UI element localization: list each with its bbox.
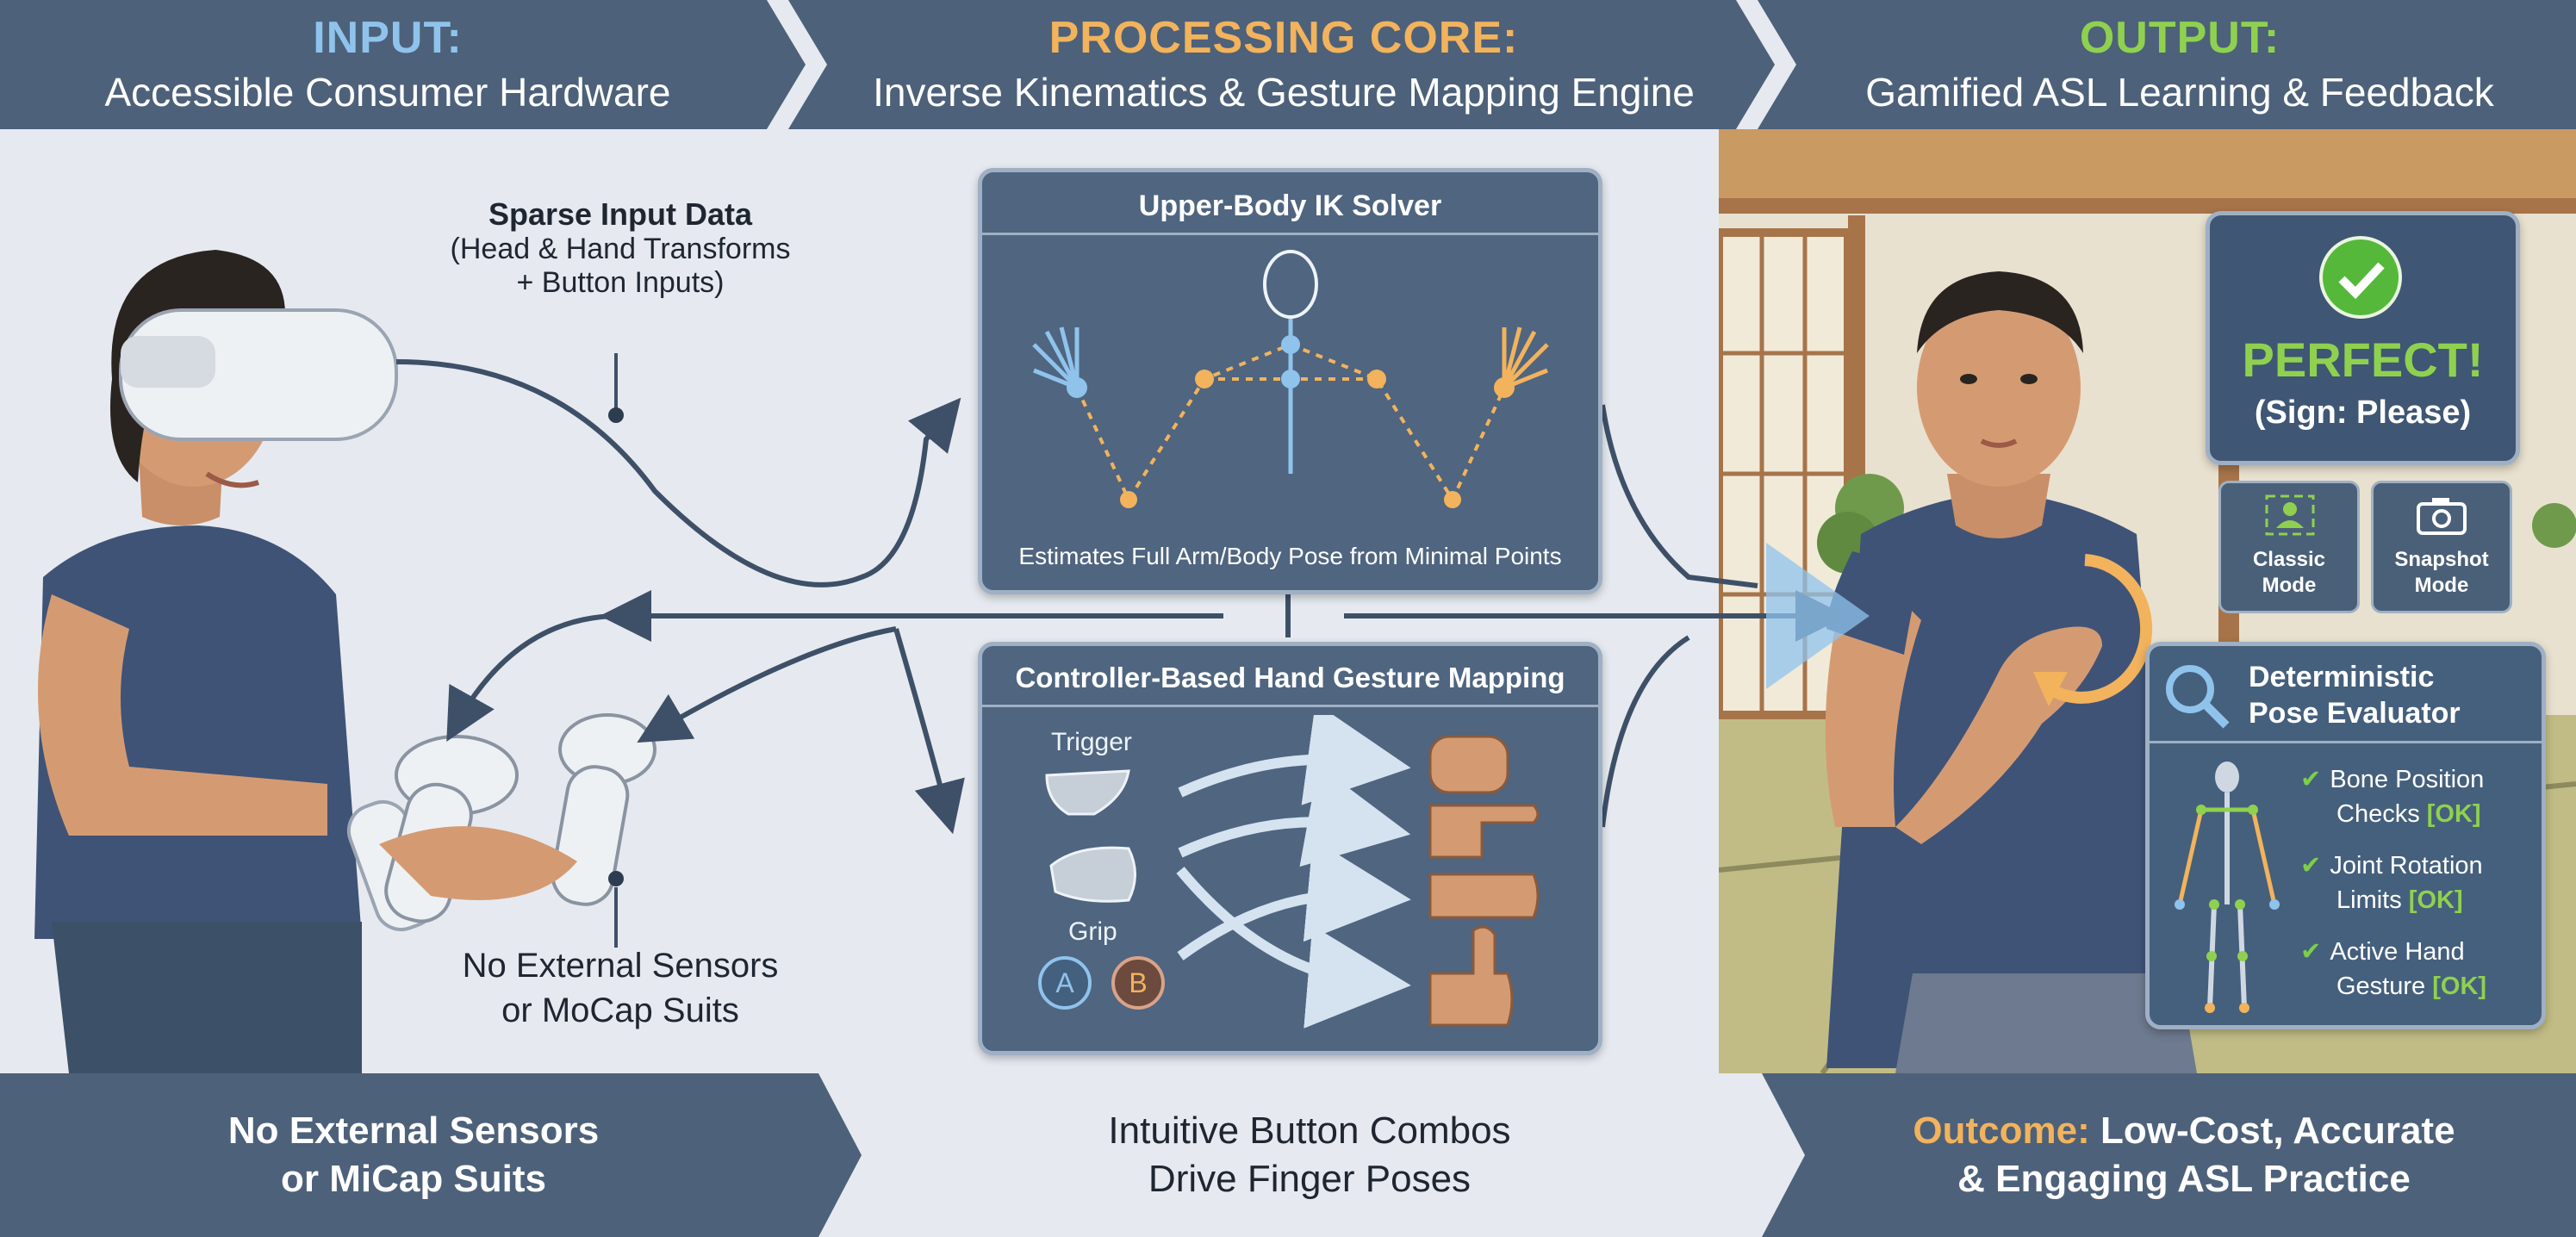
footer-middle-text: Intuitive Button Combos Drive Finger Pos… xyxy=(862,1107,1758,1203)
check-joint-line1: Joint Rotation xyxy=(2330,852,2483,880)
check-joint-rotation: ✔ Joint Rotation Limits [OK] xyxy=(2300,848,2483,917)
no-sensors-line2: or MoCap Suits xyxy=(501,991,739,1029)
vr-user-hair xyxy=(110,250,285,482)
grip-button-icon xyxy=(1049,846,1136,903)
footer-left-line2: or MiCap Suits xyxy=(280,1158,547,1200)
evaluator-skeleton-icon xyxy=(2175,761,2280,1013)
button-b-icon: B xyxy=(1111,956,1165,1010)
ik-solver-panel: Upper-Body IK Solver Estimates Full Arm/… xyxy=(978,168,1602,594)
header-banners xyxy=(0,0,2576,129)
ik-solver-title: Upper-Body IK Solver xyxy=(1138,190,1442,222)
check-icon: ✔ xyxy=(2300,938,2322,966)
check-icon: ✔ xyxy=(2300,766,2322,793)
connector-arrows xyxy=(395,353,1870,948)
snapshot-mode-label1: Snapshot xyxy=(2394,548,2489,571)
fist-gesture-icon xyxy=(1428,735,1509,794)
processing-header: PROCESSING CORE: Inverse Kinematics & Ge… xyxy=(801,12,1766,115)
input-banner xyxy=(0,0,806,129)
output-banner xyxy=(1758,0,2576,129)
skeleton-head-icon xyxy=(1263,250,1318,319)
thumbs-up-gesture-icon xyxy=(1428,925,1514,1027)
no-sensors-caption: No External Sensors or MoCap Suits xyxy=(405,943,836,1033)
processing-header-subtitle: Inverse Kinematics & Gesture Mapping Eng… xyxy=(873,70,1695,115)
pose-evaluator-panel: Deterministic Pose Evaluator ✔ Bone Posit… xyxy=(2145,642,2546,1029)
input-header-subtitle: Accessible Consumer Hardware xyxy=(104,70,671,115)
output-header-subtitle: Gamified ASL Learning & Feedback xyxy=(1865,70,2494,115)
evaluator-title-line2: Pose Evaluator xyxy=(2249,697,2461,730)
check-active-hand: ✔ Active Hand Gesture [OK] xyxy=(2300,935,2486,1004)
check-bone-line1: Bone Position xyxy=(2330,766,2485,793)
check-circle-icon xyxy=(2319,236,2402,319)
processing-banner xyxy=(788,0,1775,129)
footer-right-banner xyxy=(1762,1073,2576,1237)
output-flow-arrow-icon xyxy=(1766,543,1870,689)
avatar-hair xyxy=(1917,271,2083,353)
right-controller-grip-icon xyxy=(551,765,630,906)
check-hand-line2: Gesture xyxy=(2336,973,2426,1000)
output-header-title: OUTPUT: xyxy=(2079,13,2280,63)
classic-mode-label1: Classic xyxy=(2252,548,2326,571)
classic-mode-label2: Mode xyxy=(2262,574,2317,597)
evaluator-title-line1: Deterministic xyxy=(2249,661,2435,693)
button-a-icon: A xyxy=(1038,956,1092,1010)
gesture-mapping-title: Controller-Based Hand Gesture Mapping xyxy=(1015,662,1565,693)
check-hand-line1: Active Hand xyxy=(2330,938,2465,966)
footer-right-text: Outcome: Low-Cost, Accurate & Engaging A… xyxy=(1792,1107,2576,1203)
footer-banners xyxy=(0,1073,2576,1237)
trigger-button-icon xyxy=(1045,769,1130,816)
sparse-input-caption: Sparse Input Data (Head & Hand Transform… xyxy=(379,196,862,300)
output-header: OUTPUT: Gamified ASL Learning & Feedback xyxy=(1783,12,2576,115)
sparse-input-line1: (Head & Hand Transforms xyxy=(450,233,791,265)
check-bone-status: [OK] xyxy=(2426,800,2481,828)
no-sensors-line1: No External Sensors xyxy=(462,947,779,985)
classic-mode-button[interactable]: Classic Mode xyxy=(2218,481,2360,613)
right-hand-skeleton-icon xyxy=(1502,326,1549,390)
gesture-mapping-panel: Controller-Based Hand Gesture Mapping Tr… xyxy=(978,642,1602,1055)
vr-user xyxy=(34,250,482,1073)
rotation-arrow-icon xyxy=(2033,554,2153,706)
footer-middle-line2: Drive Finger Poses xyxy=(1148,1158,1472,1200)
magnifier-icon xyxy=(2166,665,2230,729)
left-hand-skeleton-icon xyxy=(1032,326,1080,390)
footer-right-line2: & Engaging ASL Practice xyxy=(1957,1158,2411,1200)
camera-icon xyxy=(2417,498,2467,535)
check-bone-line2: Checks xyxy=(2336,800,2420,828)
ik-skeleton-diagram xyxy=(1032,250,1549,508)
sparse-input-line2: + Button Inputs) xyxy=(516,266,725,299)
snapshot-mode-label2: Mode xyxy=(2414,574,2469,597)
footer-left-line1: No External Sensors xyxy=(227,1110,600,1152)
feedback-result: PERFECT! xyxy=(2242,333,2484,387)
gesture-arrows xyxy=(1176,715,1540,1029)
footer-middle-line1: Intuitive Button Combos xyxy=(1108,1110,1511,1152)
check-joint-status: [OK] xyxy=(2408,886,2463,914)
footer-left-banner xyxy=(0,1073,862,1237)
point-gesture-icon xyxy=(1428,804,1540,859)
input-header-title: INPUT: xyxy=(313,13,463,63)
footer-right-line1: Low-Cost, Accurate xyxy=(2100,1110,2455,1152)
feedback-card: PERFECT! (Sign: Please) xyxy=(2206,211,2520,465)
avatar-face xyxy=(1917,289,2081,487)
check-icon: ✔ xyxy=(2300,852,2322,880)
ik-solver-caption: Estimates Full Arm/Body Pose from Minima… xyxy=(1018,543,1562,569)
flat-hand-gesture-icon xyxy=(1428,873,1540,919)
processing-header-title: PROCESSING CORE: xyxy=(1048,13,1519,63)
controllers xyxy=(379,713,656,923)
asl-avatar xyxy=(1825,271,2197,1073)
grip-label: Grip xyxy=(1068,917,1117,946)
users-icon xyxy=(2265,494,2315,536)
feedback-sign: (Sign: Please) xyxy=(2254,395,2472,431)
snapshot-mode-button[interactable]: Snapshot Mode xyxy=(2371,481,2512,613)
sparse-input-title: Sparse Input Data xyxy=(488,196,753,232)
check-bone-position: ✔ Bone Position Checks [OK] xyxy=(2300,762,2484,831)
vr-user-jeans xyxy=(52,922,362,1073)
footer-outcome-label: Outcome: xyxy=(1913,1110,2090,1152)
check-joint-line2: Limits xyxy=(2336,886,2402,914)
evaluator-title: Deterministic Pose Evaluator xyxy=(2249,659,2461,731)
trigger-label: Trigger xyxy=(1051,728,1132,756)
check-hand-status: [OK] xyxy=(2432,973,2487,1000)
footer-left-text: No External Sensors or MiCap Suits xyxy=(0,1107,827,1203)
input-header: INPUT: Accessible Consumer Hardware xyxy=(0,12,775,115)
